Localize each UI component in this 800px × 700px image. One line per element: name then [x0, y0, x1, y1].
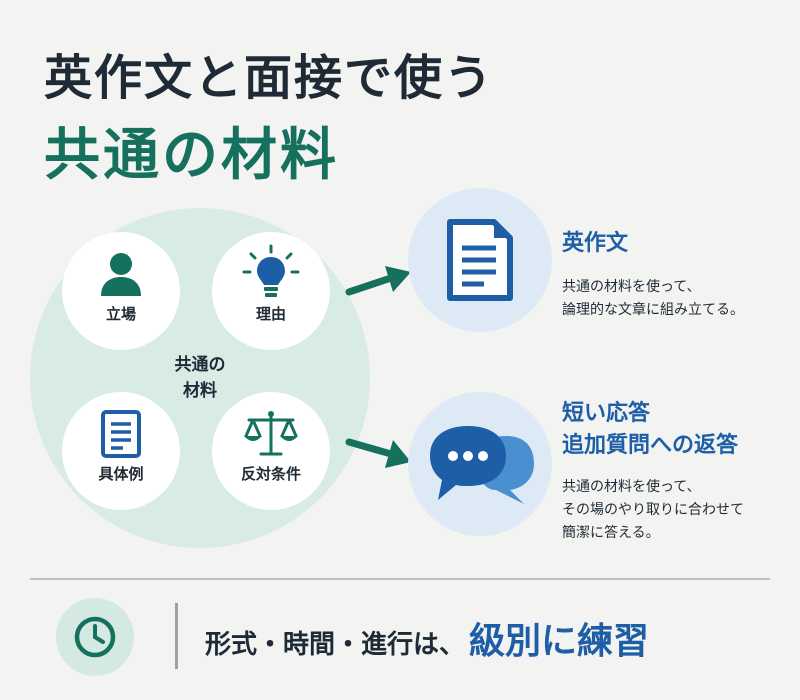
title-line-1: 英作文と面接で使う [44, 50, 495, 106]
material-label: 立場 [105, 305, 136, 323]
material-position: 立場 [62, 232, 180, 350]
clock-icon-circle [56, 598, 134, 676]
essay-icon-circle [408, 188, 552, 332]
chat-bubbles-icon [430, 426, 534, 504]
essay-heading: 英作文 [562, 231, 629, 256]
title-line-2: 共通の材料 [44, 123, 339, 188]
material-counter-condition: 反対条件 [212, 392, 330, 510]
material-reason: 理由 [212, 232, 330, 350]
person-icon [62, 250, 180, 302]
material-example: 具体例 [62, 392, 180, 510]
interview-icon-circle [408, 392, 552, 536]
material-label: 具体例 [98, 465, 144, 483]
footer-emphasis: 級別に練習 [469, 621, 650, 662]
footer-text: 形式・時間・進行は、 [205, 630, 466, 660]
document-icon [62, 410, 180, 462]
clock-icon [74, 616, 116, 658]
essay-description: 共通の材料を使って、 論理的な文章に組み立てる。 [562, 279, 744, 318]
document-icon [447, 219, 513, 301]
interview-heading: 短い応答 追加質問への返答 [562, 401, 739, 458]
arrow-right-icon [345, 266, 411, 296]
scales-icon [212, 410, 330, 462]
interview-description: 共通の材料を使って、 その場のやり取りに合わせて 簡潔に答える。 [562, 479, 744, 541]
material-label: 理由 [255, 305, 286, 323]
material-label: 反対条件 [240, 465, 301, 483]
materials-center-label: 共通の 材料 [174, 355, 226, 401]
section-divider [30, 578, 770, 580]
lightbulb-icon [212, 244, 330, 306]
footer-divider [175, 603, 178, 669]
footer-note: 形式・時間・進行は、級別に練習 [205, 612, 649, 664]
arrow-right-icon [345, 438, 411, 468]
